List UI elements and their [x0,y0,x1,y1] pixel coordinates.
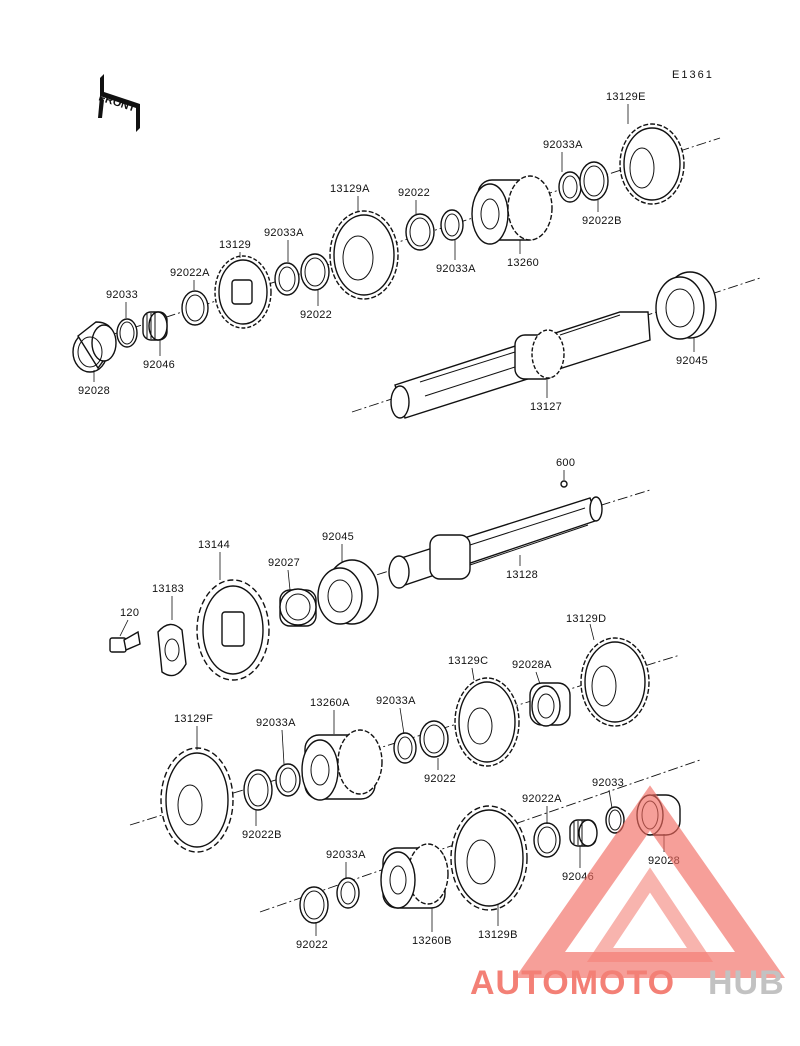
bolt-120 [109,630,141,653]
label-120: 120 [120,607,139,619]
bushing-92028A [529,682,571,727]
washer-92022-3 [419,720,449,758]
front-label: FRONT [97,91,137,114]
gear-13260A [301,729,383,801]
washer-92022-4 [299,886,329,924]
label-92022-3: 92022 [424,773,456,785]
front-arrow-icon: FRONT [97,74,140,132]
collar-92027 [279,588,317,627]
shaft-13128 [359,489,651,589]
leader-lines [93,104,695,936]
label-92045-top: 92045 [676,355,708,367]
label-13129E: 13129E [606,91,646,103]
logo-triangle-icon [515,785,785,978]
ball-bearing-92045-mid [317,559,379,625]
needle-bearing-92046-low [569,819,598,847]
needle-bearing-92046-top [142,311,168,341]
label-92022B-top: 92022B [582,215,622,227]
label-92033A-4: 92033A [376,695,416,707]
circlip-92033A-3 [558,171,582,203]
washer-92022A-low [533,822,561,858]
gear-13129D [580,637,650,727]
marker-600 [560,470,568,488]
washer-92022-2 [405,213,435,251]
sprocket-13144 [196,579,270,681]
label-92033-low: 92033 [592,777,624,789]
circlip-92033A-4 [393,732,417,764]
gear-13129F [160,747,234,853]
label-13183: 13183 [152,583,184,595]
label-13260A: 13260A [310,697,350,709]
label-92033A-5: 92033A [256,717,296,729]
label-92033-top: 92033 [106,289,138,301]
label-92022-4: 92022 [296,939,328,951]
label-92028-top: 92028 [78,385,110,397]
label-13260B: 13260B [412,935,452,947]
lock-plate-13183 [157,623,187,677]
gear-13129C [454,677,520,767]
label-13128: 13128 [506,569,538,581]
automotohub-logo: AUTOMOTO HUB [470,785,785,1002]
label-13127: 13127 [530,401,562,413]
label-92028A: 92028A [512,659,552,671]
washer-92022B-low [243,769,273,811]
gear-13260B [380,843,449,909]
label-92022-1: 92022 [300,309,332,321]
washer-92022B-top [579,161,609,201]
label-13129B: 13129B [478,929,518,941]
label-92046-top: 92046 [143,359,175,371]
circlip-92033-top [116,318,138,348]
label-13260: 13260 [507,257,539,269]
label-92022A-low: 92022A [522,793,562,805]
logo-text-hub: HUB [708,964,785,1002]
ball-bearing-92045-top [655,271,717,340]
label-92033A-3: 92033A [543,139,583,151]
label-92033A-1: 92033A [264,227,304,239]
gear-13129A [329,210,399,300]
label-13129A: 13129A [330,183,370,195]
label-13129D: 13129D [566,613,606,625]
label-13129F: 13129F [174,713,213,725]
logo-text-automoto: AUTOMOTO [470,964,675,1002]
label-92033A-6: 92033A [326,849,366,861]
circlip-92033A-1 [274,262,300,296]
label-92022B-low: 92022B [242,829,282,841]
gear-13129 [214,255,272,329]
circlip-92033A-2 [440,209,464,241]
label-92033A-2: 92033A [436,263,476,275]
circlip-92033-low [605,806,625,834]
washer-92022A-top [181,290,209,326]
label-92027: 92027 [268,557,300,569]
label-92045-mid: 92045 [322,531,354,543]
bushing-92028-top [72,321,117,373]
gear-13260 [471,175,553,245]
label-13144: 13144 [198,539,230,551]
label-92022-2: 92022 [398,187,430,199]
label-92022A-top: 92022A [170,267,210,279]
label-13129C: 13129C [448,655,488,667]
circlip-92033A-6 [336,877,360,909]
diagram-code: E1361 [672,69,714,81]
gear-13129B [450,805,528,911]
label-600: 600 [556,457,575,469]
circlip-92033A-5 [275,763,301,797]
gear-13129E [619,123,685,205]
label-13129: 13129 [219,239,251,251]
part-labels: 92028 92033 92046 92022A 13129 92033A 92… [78,91,708,951]
shaft-13127 [351,277,761,419]
washer-92022-1 [300,253,330,291]
